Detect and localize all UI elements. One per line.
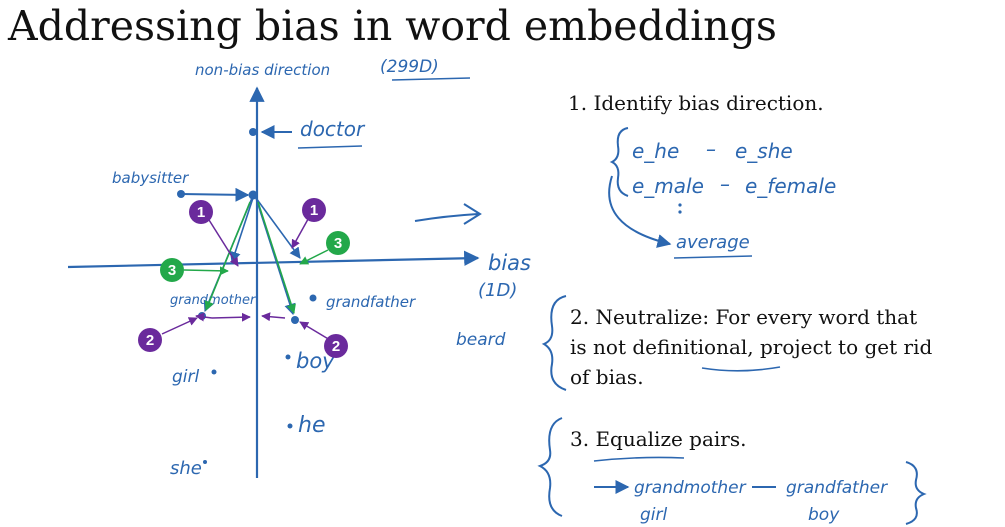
word-she: she — [170, 458, 202, 479]
word-points: doctor babysitter grandmother grandfathe… — [112, 117, 506, 479]
word-doctor: doctor — [300, 117, 366, 141]
marker-1-right — [302, 198, 326, 222]
dot-b — [678, 210, 682, 214]
e-he: e_he — [632, 139, 679, 163]
equalize-underline — [593, 456, 685, 462]
word-grandfather: grandfather — [326, 293, 416, 311]
grandfather-point — [291, 316, 299, 324]
brace-equalize — [537, 417, 563, 517]
step-neutralize-line2: is not definitional, project to get rid — [570, 335, 933, 359]
slide-title: Addressing bias in word embeddings — [8, 2, 777, 50]
brace-identify — [609, 127, 629, 197]
svg-text:2: 2 — [146, 332, 154, 349]
e-female: e_female — [745, 174, 836, 198]
eq-boy: boy — [808, 505, 840, 525]
svg-text:2: 2 — [332, 338, 340, 355]
step-neutralize-line3: of bias. — [570, 365, 644, 389]
girl-point — [211, 369, 217, 375]
x-axis-dim: (1D) — [478, 280, 517, 301]
svg-text:3: 3 — [334, 235, 342, 252]
definitional-underline — [701, 366, 781, 372]
babysitter-projected-point — [248, 190, 258, 200]
marker-3-left — [160, 258, 184, 282]
y-axis-dim: (299D) — [380, 57, 439, 77]
marker-2-right — [324, 334, 348, 358]
marker-3-right — [326, 231, 350, 255]
word-beard: beard — [456, 330, 506, 350]
doctor-underline — [297, 145, 363, 149]
boy-point — [285, 354, 291, 360]
svg-text:3: 3 — [168, 262, 176, 279]
step-identify: 1. Identify bias direction. — [568, 91, 824, 115]
word-girl: girl — [172, 367, 200, 387]
green-arrows — [204, 201, 296, 314]
average-arrow — [608, 175, 672, 248]
grandfather-original-point — [309, 294, 317, 302]
doctor-point — [249, 128, 257, 136]
minus-2: – — [720, 172, 730, 196]
step-equalize: 3. Equalize pairs. — [570, 427, 747, 451]
y-axis-label: non-bias direction — [195, 61, 330, 79]
axes — [67, 86, 482, 478]
eq-grandfather: grandfather — [786, 478, 888, 498]
step-markers: 1 1 3 3 2 2 — [138, 198, 350, 358]
step-neutralize-line1: 2. Neutralize: For every word that — [570, 305, 918, 329]
y-dim-underline — [391, 77, 471, 81]
brace-neutralize — [541, 295, 567, 391]
she-point — [203, 460, 207, 464]
average-label: average — [676, 232, 750, 253]
average-underline — [673, 255, 753, 259]
word-he: he — [298, 413, 325, 438]
svg-text:1: 1 — [197, 204, 205, 221]
marker-1-left — [189, 200, 213, 224]
green-pointers — [183, 249, 329, 276]
definitional-word: definitional — [632, 335, 748, 359]
equalize-notes: grandmother girl grandfather boy — [593, 456, 927, 525]
minus-1: – — [706, 137, 716, 161]
svg-text:1: 1 — [310, 202, 318, 219]
dot-a — [678, 203, 682, 207]
eq-grandmother: grandmother — [634, 478, 747, 498]
word-grandmother: grandmother — [170, 293, 257, 308]
e-male: e_male — [632, 174, 704, 198]
word-babysitter: babysitter — [112, 169, 189, 187]
equalize-word: Equalize — [595, 427, 683, 451]
purple-arrows — [161, 211, 331, 341]
x-axis-label: bias — [488, 251, 531, 275]
eq-girl: girl — [640, 505, 668, 525]
right-arrow-sketch — [414, 203, 482, 225]
eq-closing-brace — [905, 461, 927, 525]
he-point — [287, 423, 293, 429]
identify-notes: e_he – e_she e_male – e_female average — [608, 127, 836, 259]
x-axis — [67, 250, 480, 269]
e-she: e_she — [735, 139, 793, 163]
marker-2-left — [138, 328, 162, 352]
babysitter-projection — [180, 187, 250, 202]
